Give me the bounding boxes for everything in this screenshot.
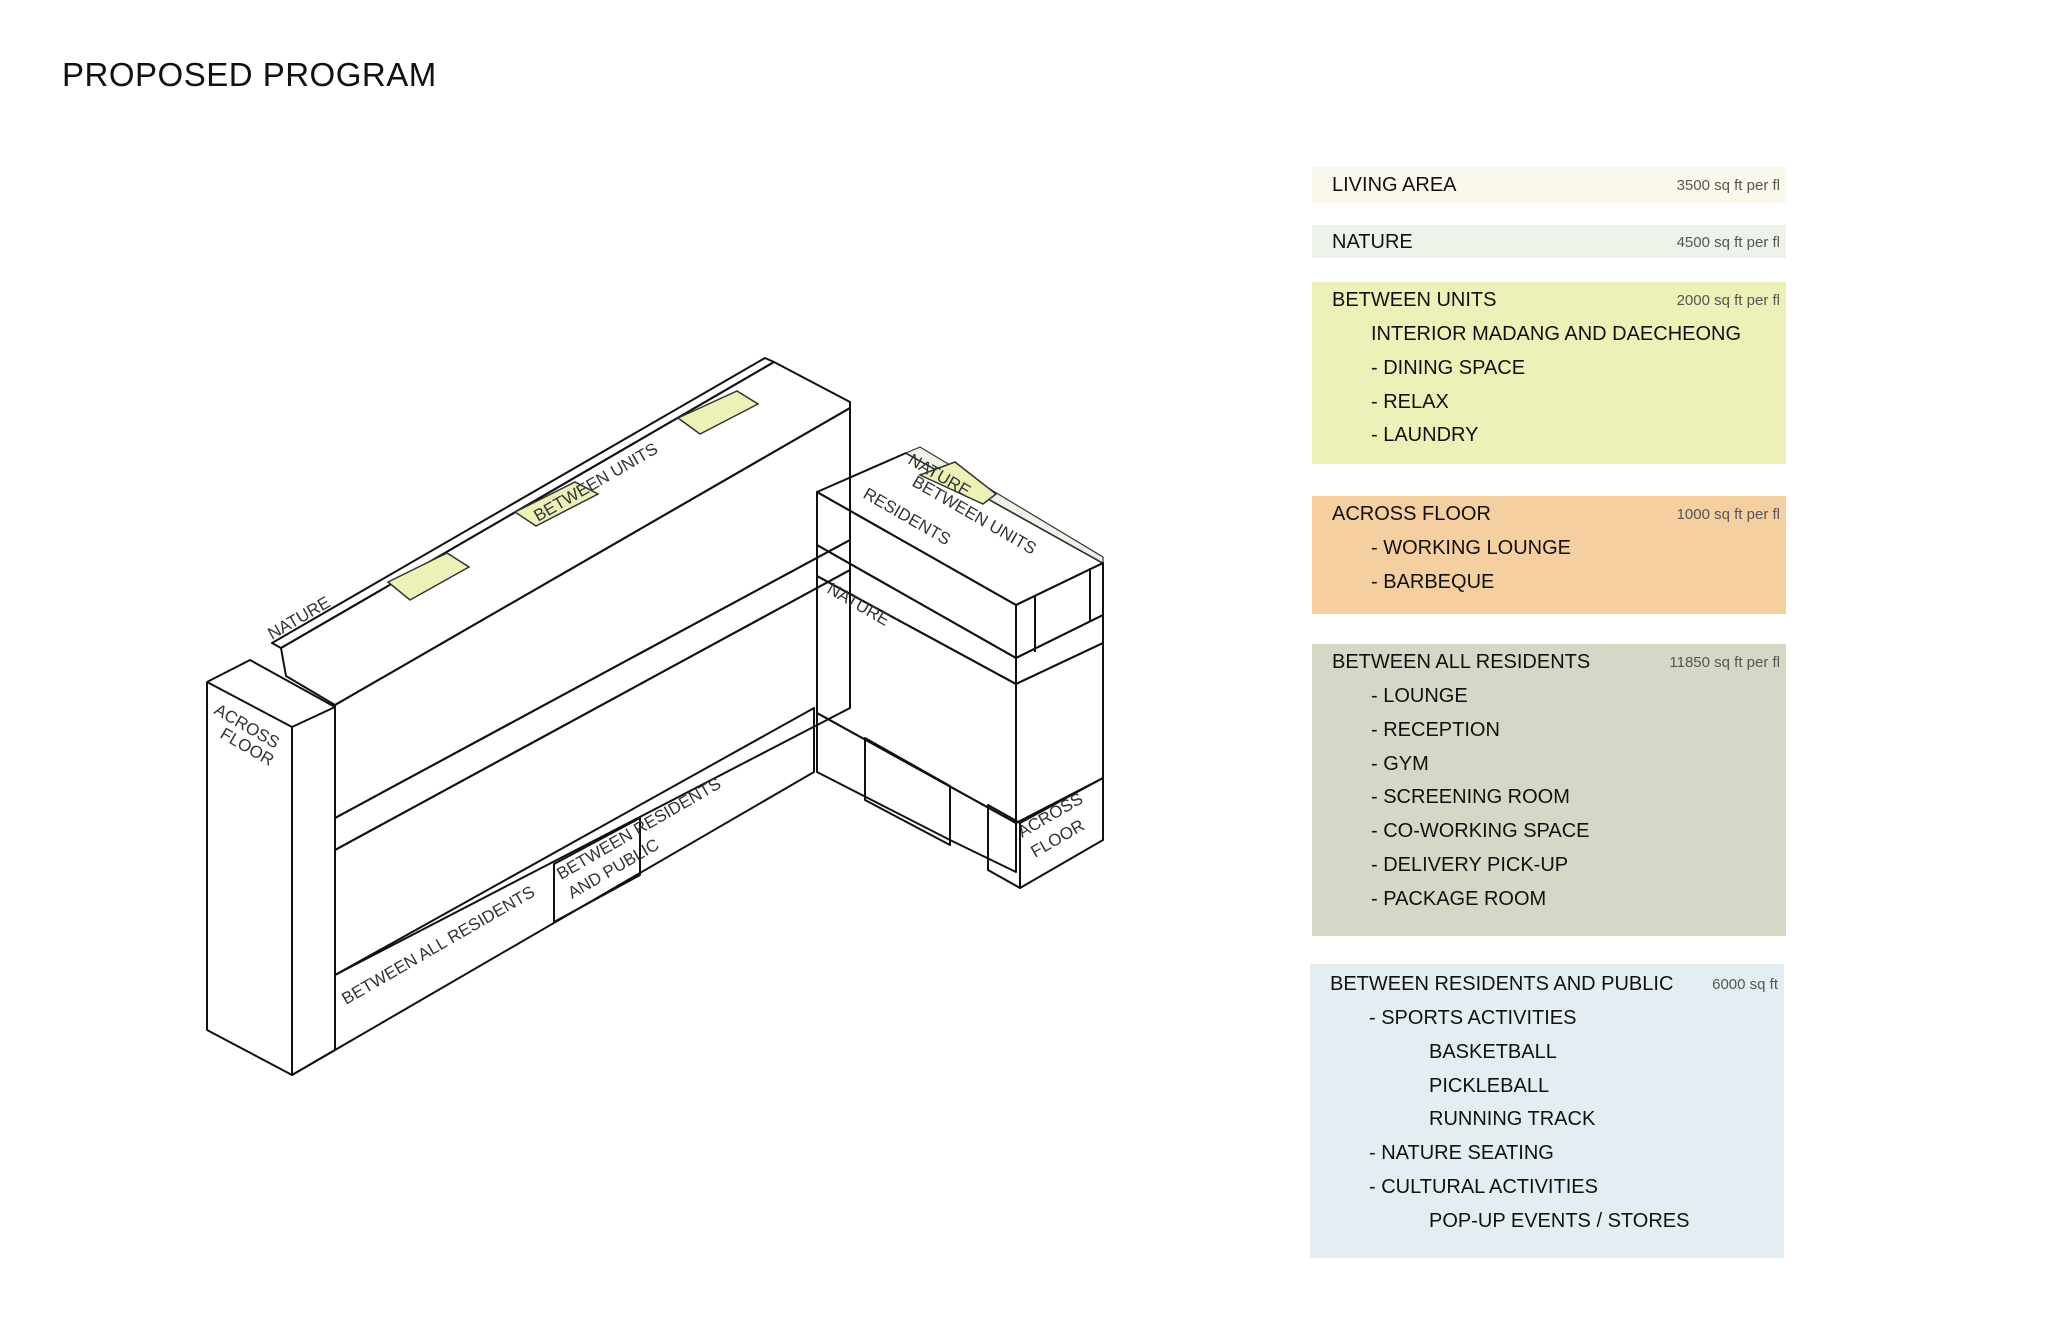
label-between-residents-public-1: BETWEEN RESIDENTS (554, 774, 725, 884)
list-item: PICKLEBALL (1429, 1074, 1550, 1097)
list-item: RUNNING TRACK (1429, 1108, 1596, 1131)
label-nature-left: NATURE (265, 593, 334, 644)
legend-between-units-area: 2000 sq ft per fl (1676, 292, 1780, 309)
legend-between-residents-public-name: BETWEEN RESIDENTS AND PUBLIC (1330, 973, 1674, 995)
legend-nature: NATURE 4500 sq ft per fl (1312, 225, 1786, 258)
nature-face-right-lower (816, 575, 1017, 824)
legend-between-units: BETWEEN UNITS 2000 sq ft per fl INTERIOR… (1312, 282, 1786, 464)
list-item: - CO-WORKING SPACE (1371, 820, 1590, 843)
legend-nature-area: 4500 sq ft per fl (1676, 234, 1780, 251)
list-item: - DINING SPACE (1371, 356, 1526, 379)
between-units-patch-1 (386, 552, 471, 601)
list-item: INTERIOR MADANG AND DAECHEONG (1371, 323, 1742, 345)
nature-face-left-lower (334, 569, 851, 976)
between-units-patch-2 (513, 481, 600, 527)
legend-between-all-residents-name: BETWEEN ALL RESIDENTS (1332, 651, 1591, 673)
across-floor-block-right-side (987, 804, 1021, 889)
legend-between-units-name: BETWEEN UNITS (1332, 289, 1497, 311)
list-item: - LOUNGE (1371, 685, 1468, 707)
list-item: POP-UP EVENTS / STORES (1429, 1209, 1690, 1232)
between-units-patch-3 (676, 390, 760, 435)
list-item: - DELIVERY PICK-UP (1371, 853, 1569, 876)
list-item: BASKETBALL (1429, 1040, 1557, 1063)
list-item: - NATURE SEATING (1369, 1142, 1554, 1165)
legend-living-area-area: 3500 sq ft per fl (1676, 177, 1780, 194)
across-floor-tower-side (291, 706, 336, 1076)
legend-between-residents-public-area: 6000 sq ft (1712, 976, 1778, 993)
list-item: - GYM (1371, 752, 1429, 775)
between-all-residents-base-left (334, 707, 815, 1051)
axonometric-building-diagram: NATURE BETWEEN UNITS ACROSS FLOOR NATURE… (206, 357, 1104, 1076)
legend-between-all-residents-area: 11850 sq ft per fl (1669, 654, 1780, 671)
list-item: - BARBEQUE (1371, 570, 1495, 593)
legend-living-area: LIVING AREA 3500 sq ft per fl (1312, 167, 1786, 203)
list-item: - SCREENING ROOM (1371, 786, 1570, 809)
page-title: PROPOSED PROGRAM (62, 56, 437, 93)
legend-between-all-residents: BETWEEN ALL RESIDENTS 11850 sq ft per fl… (1312, 644, 1786, 936)
list-item: - CULTURAL ACTIVITIES (1369, 1175, 1598, 1198)
list-item: - RELAX (1371, 390, 1449, 413)
right-wing-nature-front (1015, 642, 1104, 824)
legend-nature-name: NATURE (1332, 231, 1413, 253)
legend-between-residents-public: BETWEEN RESIDENTS AND PUBLIC 6000 sq ft … (1310, 964, 1784, 1258)
legend-across-floor-name: ACROSS FLOOR (1332, 503, 1491, 525)
band-right-upper (816, 544, 1017, 685)
list-item: - RECEPTION (1371, 718, 1500, 741)
list-item: - LAUNDRY (1371, 424, 1479, 447)
between-residents-public-window (864, 737, 951, 846)
legend-across-floor-area: 1000 sq ft per fl (1676, 506, 1780, 523)
nature-roof-strip-left (271, 357, 775, 649)
list-item: - PACKAGE ROOM (1371, 887, 1547, 910)
living-area-roof-left (280, 361, 851, 706)
legend-living-area-name: LIVING AREA (1332, 174, 1457, 196)
label-nature-right-face: NATURE (824, 579, 893, 630)
legend-across-floor: ACROSS FLOOR 1000 sq ft per fl - WORKING… (1312, 496, 1786, 614)
between-residents-public-base (553, 817, 641, 923)
between-units-patch-right (918, 461, 998, 505)
between-all-residents-base-right (816, 712, 1017, 873)
list-item: - SPORTS ACTIVITIES (1369, 1007, 1577, 1029)
list-item: - WORKING LOUNGE (1371, 537, 1572, 559)
